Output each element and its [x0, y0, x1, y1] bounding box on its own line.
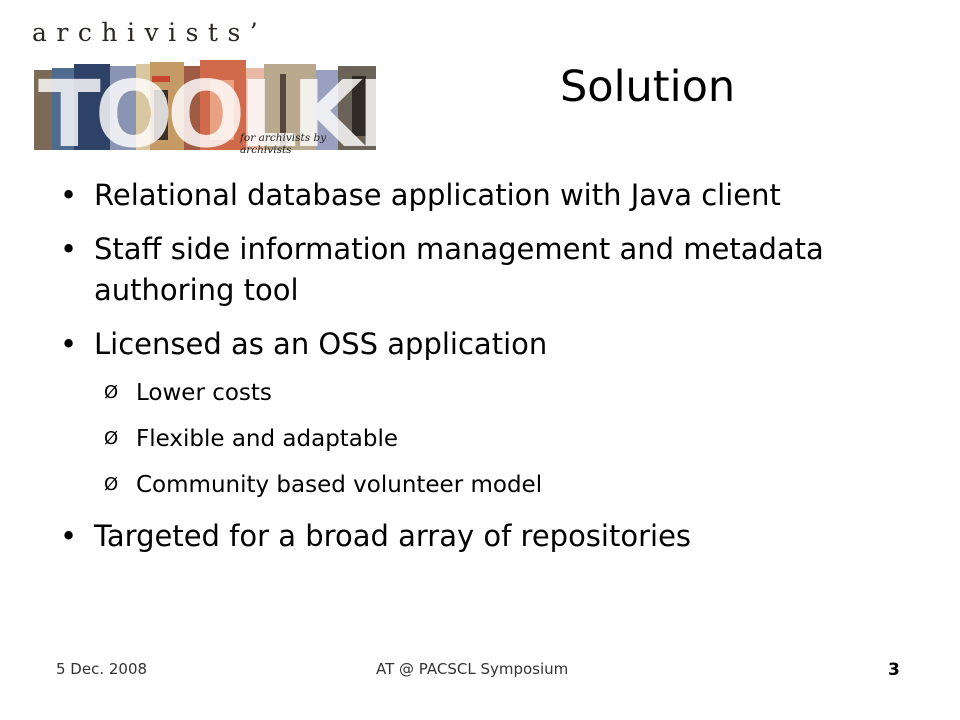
footer-event: AT @ PACSCL Symposium: [376, 660, 569, 678]
sub-bullet-item: Ø Lower costs: [60, 378, 920, 408]
svg-text:TOOLKIT: TOOLKIT: [38, 61, 376, 150]
bullet-item: Staff side information management and me…: [60, 229, 920, 311]
footer-date: 5 Dec. 2008: [56, 660, 148, 678]
bullet-list: Relational database application with Jav…: [60, 175, 920, 570]
sub-bullet-item: Ø Flexible and adaptable: [60, 424, 920, 454]
logo-top-text: archivists’: [32, 18, 268, 47]
bullet-item: Licensed as an OSS application: [60, 324, 920, 365]
slide-title: Solution: [560, 62, 736, 112]
arrow-bullet-icon: Ø: [104, 428, 119, 449]
archivists-toolkit-logo: archivists’ TOOLKIT for archivists by ar…: [30, 18, 380, 156]
sub-bullet-text: Community based volunteer model: [136, 472, 543, 498]
sub-bullet-text: Flexible and adaptable: [136, 426, 399, 452]
sub-bullet-text: Lower costs: [136, 380, 272, 406]
logo-image-strip: TOOLKIT: [34, 60, 376, 150]
bullet-item: Relational database application with Jav…: [60, 175, 920, 216]
slide-number: 3: [888, 660, 900, 680]
arrow-bullet-icon: Ø: [104, 382, 119, 403]
arrow-bullet-icon: Ø: [104, 474, 119, 495]
logo-tagline: for archivists by archivists: [240, 132, 327, 156]
sub-bullet-item: Ø Community based volunteer model: [60, 470, 920, 500]
bullet-item: Targeted for a broad array of repositori…: [60, 516, 920, 557]
